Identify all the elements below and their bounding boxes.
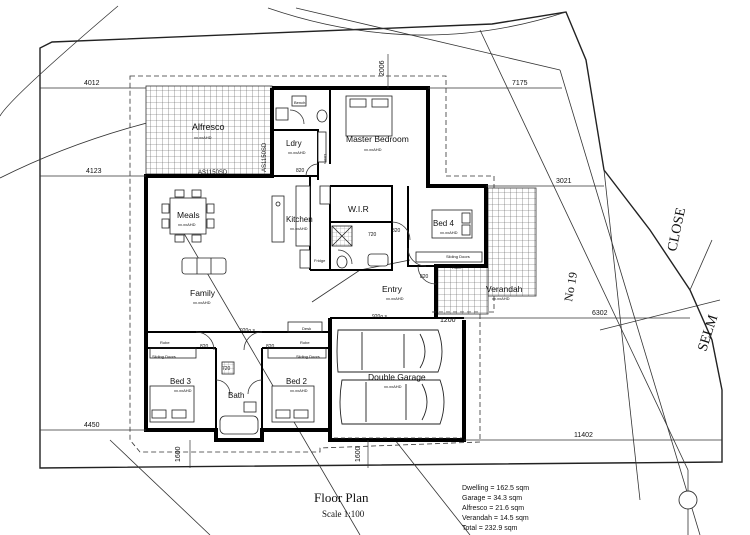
- room-family: Family: [190, 288, 216, 298]
- label-door-bed4: 820: [392, 228, 401, 234]
- label-sliding-bed4: Sliding Doors: [446, 254, 470, 259]
- dimension-lines: [40, 54, 722, 468]
- area-garage: Garage = 34.3 sqm: [462, 495, 522, 502]
- dim-left-top: 4012: [84, 80, 100, 87]
- room-alfresco: Alfresco: [192, 122, 225, 132]
- room-master-bedroom-level: xx.xxAHD: [364, 147, 382, 152]
- label-door-bed3: 820: [200, 344, 209, 350]
- door-swings: [195, 109, 437, 395]
- garage-cars: [336, 329, 445, 425]
- label-fridge: Fridge: [314, 258, 326, 263]
- bathroom-fixtures: [219, 361, 259, 435]
- dim-left-mid: 4123: [86, 168, 102, 175]
- room-garage-level: xx.xxAHD: [384, 384, 402, 389]
- area-schedule: Dwelling = 162.5 sqm Garage = 34.3 sqm A…: [462, 485, 529, 532]
- area-verandah: Verandah = 14.5 sqm: [462, 515, 529, 522]
- label-door-bed2: 820: [266, 344, 275, 350]
- label-door-wir: 720: [368, 232, 377, 238]
- room-verandah-level: xx.xxAHD: [492, 296, 510, 301]
- room-kitchen-level: xx.xxAHD: [290, 226, 308, 231]
- room-meals-level: xx.xxAHD: [178, 222, 196, 227]
- room-bed3-level: xx.xxAHD: [174, 388, 192, 393]
- label-slab-level: AS1150SD: [198, 170, 228, 176]
- room-laundry: Ldry: [286, 139, 302, 148]
- dim-top-vertical: 2006: [379, 60, 386, 76]
- dining-table: [161, 189, 215, 243]
- area-dwelling: Dwelling = 162.5 sqm: [462, 485, 529, 492]
- room-family-level: xx.xxAHD: [193, 300, 211, 305]
- label-door-bath: 720: [222, 366, 231, 372]
- room-bed2: Bed 2: [286, 377, 307, 386]
- label-robe-bed2: Robe: [300, 340, 310, 345]
- area-alfresco: Alfresco = 21.6 sqm: [462, 505, 524, 512]
- alfresco-tiles: [145, 85, 273, 175]
- drawing-title: Floor Plan: [314, 490, 369, 505]
- room-laundry-level: xx.xxAHD: [288, 150, 306, 155]
- dim-bottom-right: 11402: [574, 432, 593, 439]
- room-meals: Meals: [177, 210, 200, 220]
- drawing-scale: Scale 1:100: [322, 509, 365, 519]
- label-sliding-bed2: Sliding Doors: [296, 354, 320, 359]
- eaves-outline: [129, 75, 495, 453]
- laundry-fixtures: [275, 95, 328, 163]
- label-robe-bed4: Robe: [452, 265, 462, 270]
- survey-lines: [0, 5, 721, 535]
- room-garage: Double Garage: [368, 372, 426, 382]
- room-master-bedroom: Master Bedroom: [346, 134, 409, 144]
- label-opening-garage: 920o.s: [372, 314, 388, 320]
- room-verandah: Verandah: [486, 284, 523, 294]
- dim-right-mid: 3021: [556, 178, 572, 185]
- street-number: No 19: [561, 271, 580, 303]
- room-kitchen: Kitchen: [286, 215, 313, 224]
- room-alfresco-level: xx.xxAHD: [194, 135, 212, 140]
- label-desk: Desk: [302, 326, 311, 331]
- room-bed4: Bed 4: [433, 219, 454, 228]
- street-name-close: CLOSE: [665, 206, 689, 252]
- label-opening-family: 920o.s: [240, 328, 256, 334]
- label-door-entry: 820: [420, 274, 429, 280]
- room-bath: Bath: [228, 391, 244, 400]
- verandah-tiles-right: [487, 187, 537, 297]
- verandah-tiles-front: [435, 265, 489, 315]
- room-bed3: Bed 3: [170, 377, 191, 386]
- dim-garage-front: 1200: [440, 317, 456, 324]
- label-sliding-bed3: Sliding Doors: [152, 354, 176, 359]
- room-bed4-level: xx.xxAHD: [440, 230, 458, 235]
- room-wir: W.I.R: [348, 204, 369, 214]
- wardrobes: [149, 251, 483, 359]
- dim-bottom-left-vert: 1600: [175, 446, 182, 462]
- label-slab-level-2: AS1150SD: [262, 142, 268, 172]
- label-linen: Linen: [323, 154, 328, 164]
- dim-bottom-mid-vert: 1600: [355, 446, 362, 462]
- room-entry: Entry: [382, 284, 403, 294]
- room-bed2-level: xx.xxAHD: [290, 388, 308, 393]
- label-door-laundry: 820: [296, 168, 305, 174]
- dim-left-bottom: 4450: [84, 422, 100, 429]
- label-bench: Bench: [294, 100, 305, 105]
- room-entry-level: xx.xxAHD: [386, 296, 404, 301]
- survey-marker: [678, 490, 698, 510]
- beds: [149, 95, 473, 423]
- dim-right-lower: 6302: [592, 310, 608, 317]
- kitchen-island: [271, 185, 331, 269]
- street-name-selm: SELM: [696, 313, 722, 354]
- label-robe-bed3: Robe: [160, 340, 170, 345]
- ensuite-fixtures: [331, 225, 389, 269]
- area-total: Total = 232.9 sqm: [462, 525, 518, 532]
- dim-right-top: 7175: [512, 80, 528, 87]
- sofa: [181, 257, 227, 275]
